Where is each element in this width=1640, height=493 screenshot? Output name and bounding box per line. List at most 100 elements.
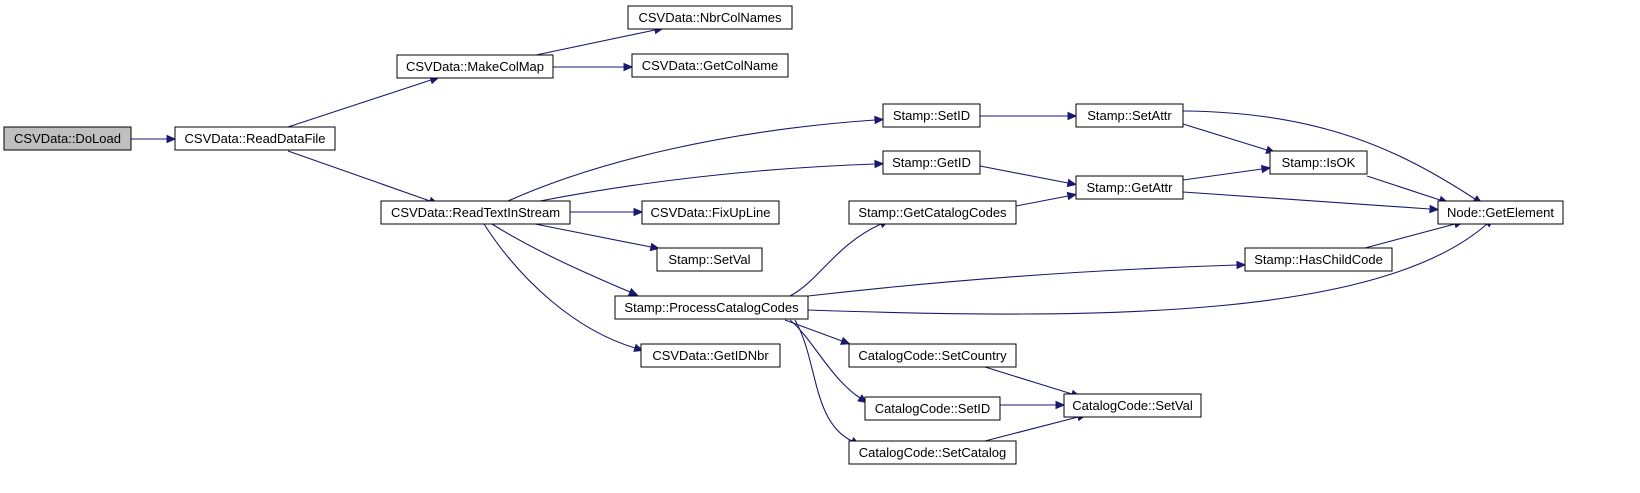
edge-setid-to-setattr xyxy=(980,111,1078,121)
node-box xyxy=(380,200,571,225)
edge-line xyxy=(534,223,652,248)
edge-getattr-to-getelement xyxy=(1182,191,1440,214)
node-box xyxy=(396,54,554,79)
edge-readtextinstream-to-setval xyxy=(534,223,661,252)
node-label: CatalogCode::SetID xyxy=(875,401,991,416)
node-cc-setcatalog[interactable]: CatalogCode::SetCatalog xyxy=(848,440,1017,465)
edge-readdatafile-to-makecolmap xyxy=(287,76,440,128)
node-getid[interactable]: Stamp::GetID xyxy=(882,150,981,175)
edge-line xyxy=(1182,168,1263,181)
edge-getid-to-getattr xyxy=(979,165,1078,188)
node-getcolname[interactable]: CSVData::GetColName xyxy=(631,53,789,78)
node-label: Stamp::IsOK xyxy=(1282,155,1356,170)
node-cc-setid[interactable]: CatalogCode::SetID xyxy=(864,396,1001,421)
arrowhead xyxy=(1429,204,1440,214)
arrowhead xyxy=(623,62,634,72)
node-doload[interactable]: CSVData::DoLoad xyxy=(3,126,132,151)
node-box xyxy=(882,103,981,128)
arrowhead xyxy=(874,115,885,125)
node-getelement[interactable]: Node::GetElement xyxy=(1437,200,1564,225)
edge-line xyxy=(287,150,431,202)
node-box xyxy=(174,126,336,151)
edge-line xyxy=(1366,175,1441,201)
node-box xyxy=(848,440,1017,465)
arrowhead xyxy=(166,134,177,144)
edge-processcatalogcodes-to-getcatalogcodes xyxy=(789,220,890,297)
node-label: Stamp::GetCatalogCodes xyxy=(858,205,1007,220)
node-box xyxy=(640,343,781,368)
arrowhead xyxy=(633,343,644,352)
arrowhead xyxy=(1066,178,1078,188)
arrowhead xyxy=(1236,260,1247,270)
node-label: CSVData::NbrColNames xyxy=(638,10,782,25)
edge-line xyxy=(483,223,636,349)
node-setid[interactable]: Stamp::SetID xyxy=(882,103,981,128)
node-label: CSVData::DoLoad xyxy=(14,131,121,146)
node-box xyxy=(864,396,1001,421)
node-box xyxy=(614,295,809,320)
node-processcatalogcodes[interactable]: Stamp::ProcessCatalogCodes xyxy=(614,295,809,320)
node-getcatalogcodes[interactable]: Stamp::GetCatalogCodes xyxy=(848,200,1017,225)
edge-setattr-to-isok xyxy=(1182,123,1276,154)
node-label: CSVData::MakeColMap xyxy=(406,59,544,74)
node-box xyxy=(656,247,763,272)
edge-makecolmap-to-getcolname xyxy=(553,62,634,72)
edge-line xyxy=(287,79,432,128)
node-cc-setval[interactable]: CatalogCode::SetVal xyxy=(1063,393,1202,418)
node-label: CSVData::ReadDataFile xyxy=(185,131,326,146)
node-setval[interactable]: Stamp::SetVal xyxy=(656,247,763,272)
node-label: Stamp::SetVal xyxy=(668,252,750,267)
edge-readtextinstream-to-setid xyxy=(507,115,885,202)
node-label: CSVData::FixUpLine xyxy=(651,205,771,220)
edge-readtextinstream-to-fixupline xyxy=(570,207,644,217)
edge-processcatalogcodes-to-haschildcode xyxy=(807,260,1247,297)
node-box xyxy=(1063,393,1202,418)
edge-line xyxy=(794,319,853,442)
arrowhead xyxy=(633,207,644,217)
node-label: Stamp::GetAttr xyxy=(1087,180,1174,195)
node-setattr[interactable]: Stamp::SetAttr xyxy=(1075,103,1184,128)
edge-makecolmap-to-nbrcolnames xyxy=(535,25,665,56)
edge-line xyxy=(491,223,631,293)
node-makecolmap[interactable]: CSVData::MakeColMap xyxy=(396,54,554,79)
node-box xyxy=(848,343,1017,368)
edge-getcatalogcodes-to-getattr xyxy=(1015,191,1078,207)
node-nbrcolnames[interactable]: CSVData::NbrColNames xyxy=(627,5,793,30)
node-box xyxy=(1269,150,1368,175)
node-box xyxy=(3,126,132,151)
edge-line xyxy=(979,165,1069,184)
node-box xyxy=(1075,103,1184,128)
node-haschildcode[interactable]: Stamp::HasChildCode xyxy=(1244,247,1393,272)
node-label: CSVData::GetColName xyxy=(642,58,779,73)
node-readdatafile[interactable]: CSVData::ReadDataFile xyxy=(174,126,336,151)
node-readtextinstream[interactable]: CSVData::ReadTextInStream xyxy=(380,200,571,225)
node-cc-setcountry[interactable]: CatalogCode::SetCountry xyxy=(848,343,1017,368)
edge-line xyxy=(807,264,1238,297)
arrowhead xyxy=(1066,191,1078,201)
node-label: CatalogCode::SetCatalog xyxy=(859,445,1006,460)
edge-cc_setid-to-cc_setval xyxy=(1000,400,1066,410)
node-label: Stamp::ProcessCatalogCodes xyxy=(624,300,799,315)
edge-line xyxy=(539,163,876,202)
edge-line xyxy=(1015,195,1069,207)
edge-line xyxy=(789,223,882,297)
node-box xyxy=(848,200,1017,225)
node-label: Stamp::SetID xyxy=(893,108,970,123)
node-getattr[interactable]: Stamp::GetAttr xyxy=(1075,175,1184,200)
node-label: CSVData::ReadTextInStream xyxy=(391,205,560,220)
edge-line xyxy=(1182,123,1268,151)
node-box xyxy=(627,5,793,30)
arrowhead xyxy=(1055,400,1066,410)
node-fixupline[interactable]: CSVData::FixUpLine xyxy=(641,200,780,225)
node-getidnbr[interactable]: CSVData::GetIDNbr xyxy=(640,343,781,368)
node-box xyxy=(1075,175,1184,200)
edge-line xyxy=(789,319,861,399)
edge-line xyxy=(535,29,656,56)
arrowhead xyxy=(1067,111,1078,121)
node-label: Node::GetElement xyxy=(1447,205,1554,220)
edge-line xyxy=(984,366,1073,395)
arrowhead xyxy=(840,336,851,345)
edge-line xyxy=(1182,110,1476,200)
node-isok[interactable]: Stamp::IsOK xyxy=(1269,150,1368,175)
